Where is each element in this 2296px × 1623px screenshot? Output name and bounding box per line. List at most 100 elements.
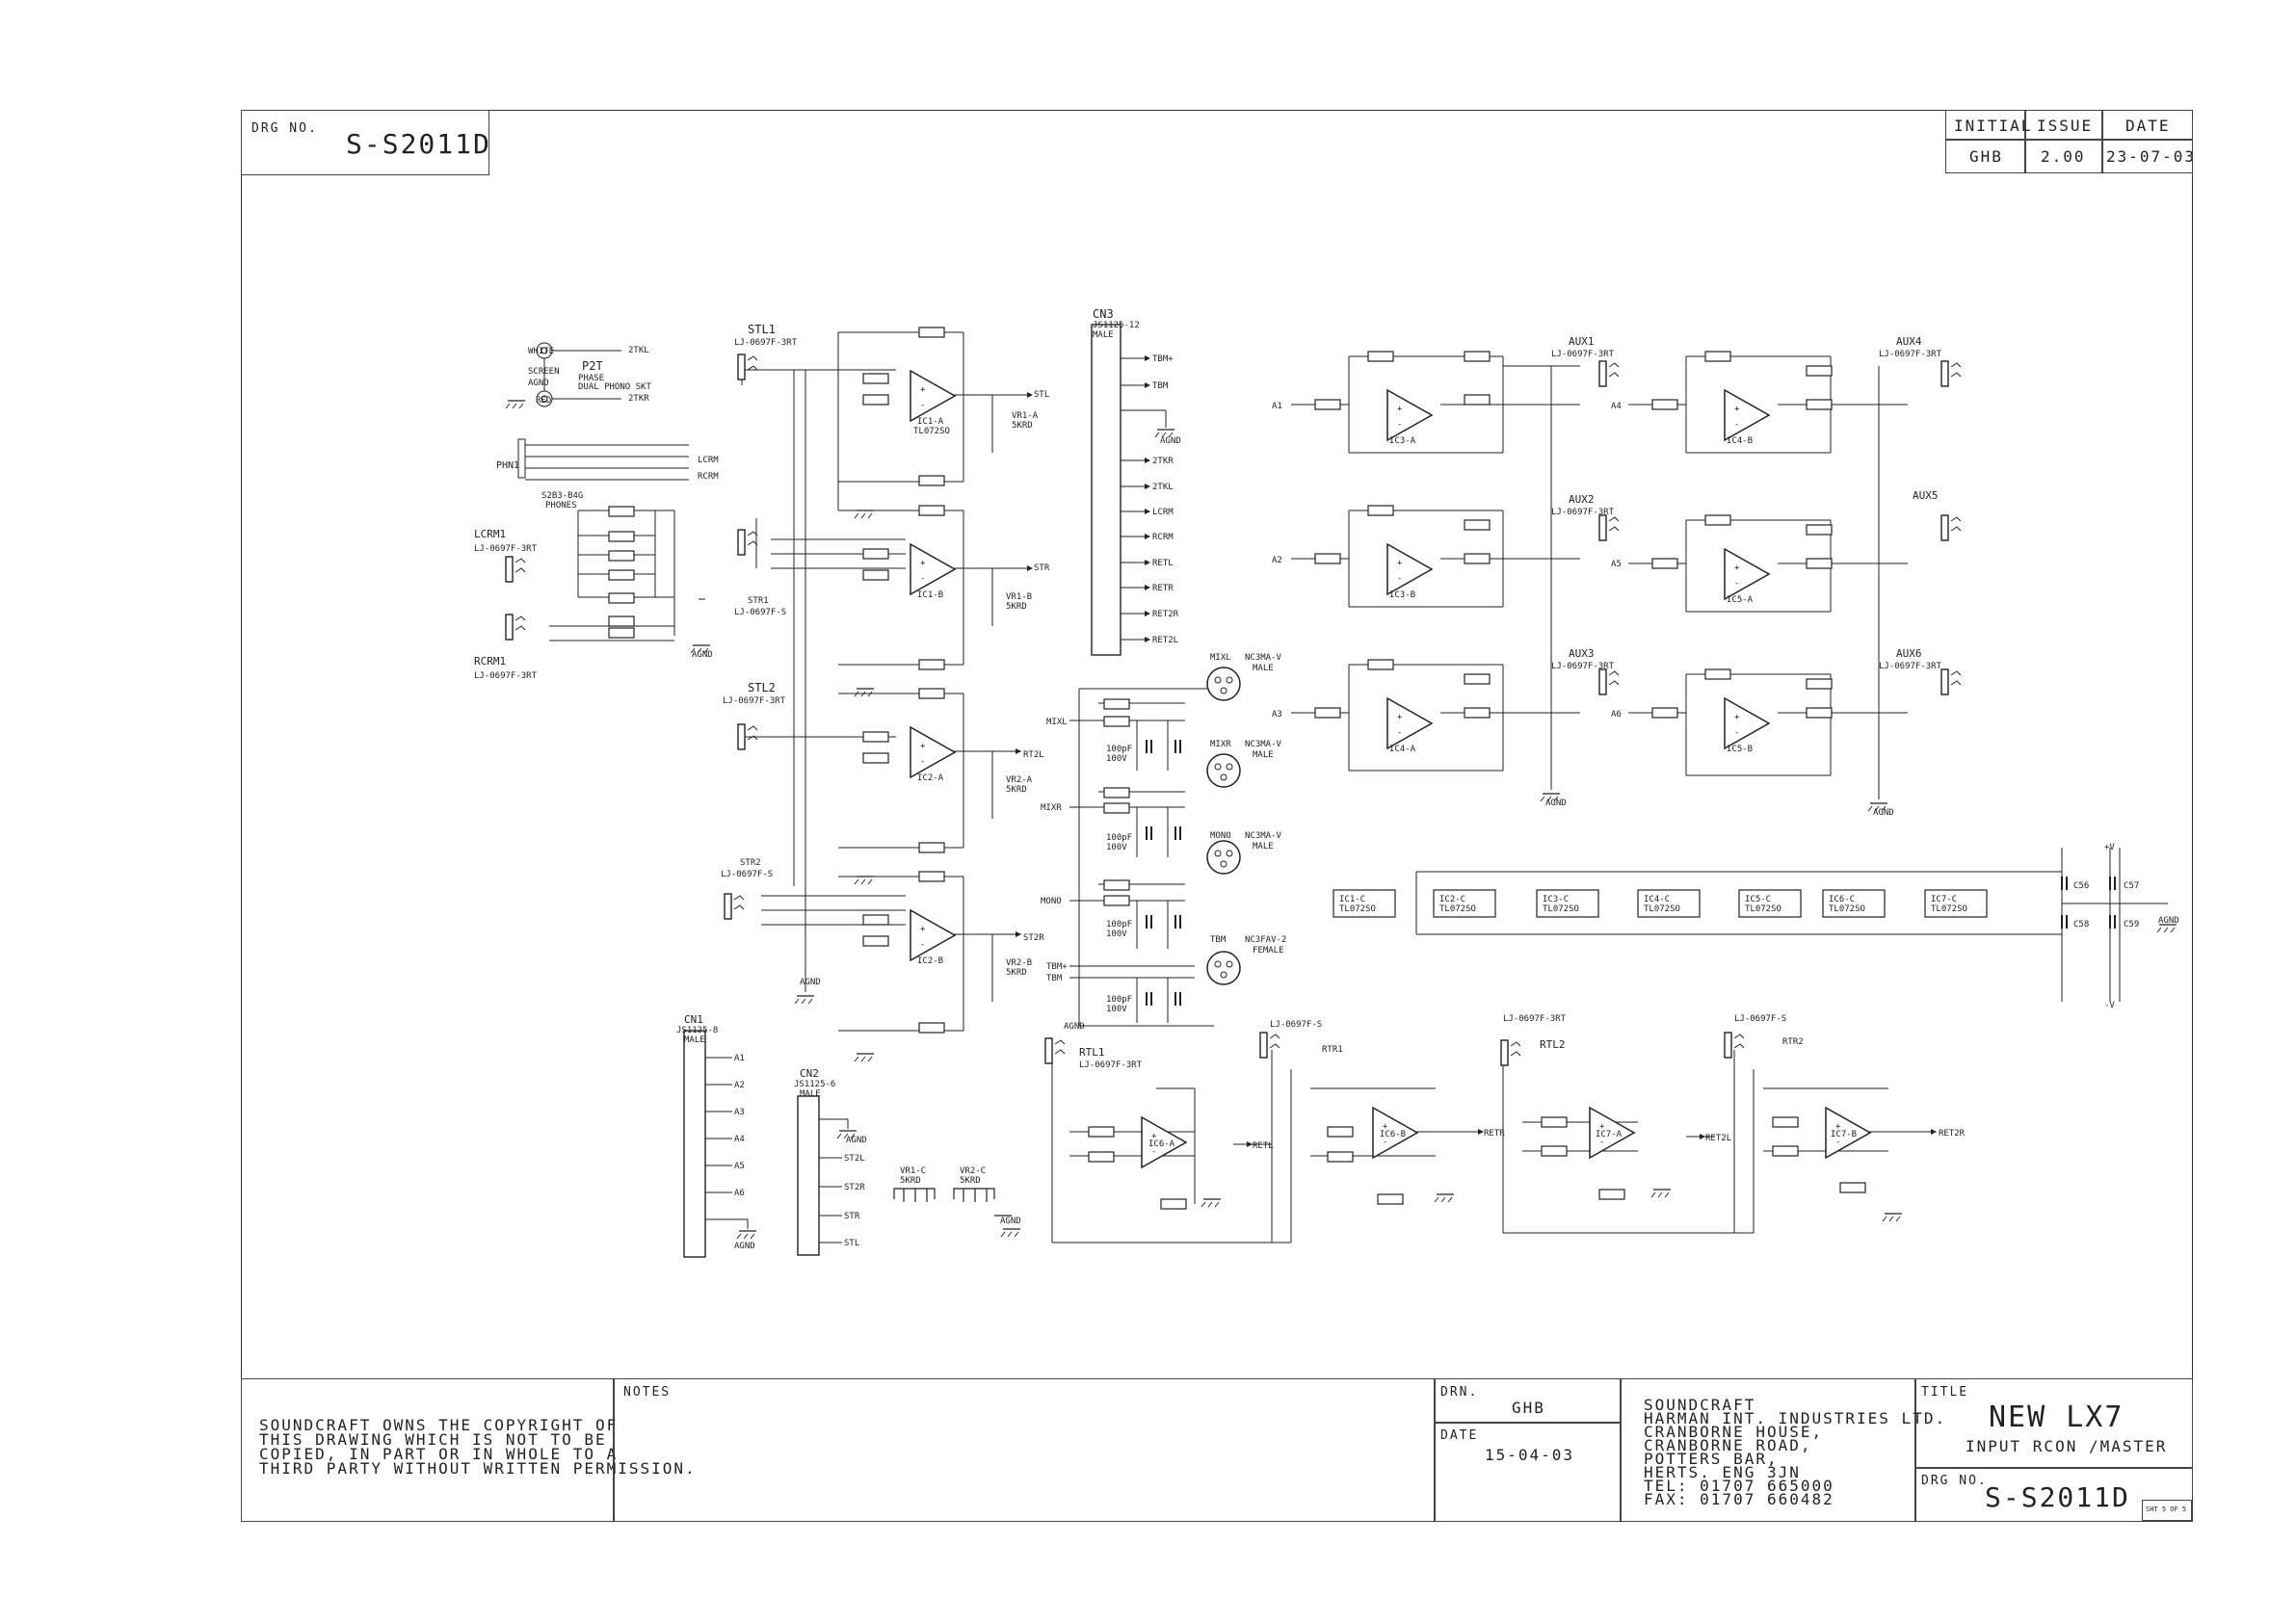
svg-text:AUX6: AUX6 [1896,647,1922,660]
svg-text:TL072SO: TL072SO [913,427,950,436]
svg-text:A5: A5 [1611,560,1622,569]
svg-text:RCRM: RCRM [1152,533,1174,542]
svg-text:CN1: CN1 [684,1013,703,1026]
rev-issue-cell: 2.00 [2024,139,2103,173]
svg-text:IC5-C: IC5-C [1745,895,1771,904]
svg-text:FEMALE: FEMALE [1253,946,1284,955]
svg-text:RETR: RETR [1484,1129,1505,1139]
svg-text:IC2-B: IC2-B [917,956,943,966]
rev-initial-cell: GHB [1945,139,2026,173]
svg-text:IC3-A: IC3-A [1389,436,1416,446]
drn-label: DRN. [1440,1385,1479,1400]
svg-text:LCRM: LCRM [1152,508,1174,517]
svg-text:TL072SO: TL072SO [1543,904,1579,914]
svg-text:LJ-0697F-S: LJ-0697F-S [1270,1020,1322,1030]
svg-text:AUX1: AUX1 [1569,335,1595,348]
svg-text:RTR1: RTR1 [1322,1045,1343,1055]
svg-text:RET2L: RET2L [1152,636,1178,645]
drg-no-header-label: DRG NO. [251,121,318,136]
svg-text:MALE: MALE [1253,664,1274,673]
svg-text:100V: 100V [1106,843,1127,852]
svg-text:AGND: AGND [1064,1022,1085,1032]
svg-text:IC5-A: IC5-A [1727,595,1754,605]
svg-text:STL: STL [1034,390,1049,400]
svg-text:A6: A6 [1611,710,1622,720]
svg-text:LJ-0697F-3RT: LJ-0697F-3RT [723,696,786,706]
svg-text:LJ-0697F-3RT: LJ-0697F-3RT [1879,662,1942,671]
svg-text:IC7-A: IC7-A [1596,1130,1623,1139]
svg-text:IC7-B: IC7-B [1831,1130,1857,1139]
svg-text:IC1-A: IC1-A [917,417,944,427]
svg-text:IC4-B: IC4-B [1727,436,1753,446]
svg-text:TBM: TBM [1210,935,1227,945]
svg-text:MALE: MALE [684,1035,705,1045]
svg-text:MIXR: MIXR [1041,803,1062,813]
drg-no-label: DRG NO. [1921,1474,1988,1488]
svg-text:JS1125-12: JS1125-12 [1093,321,1140,330]
svg-text:RETL: RETL [1253,1141,1274,1151]
svg-text:VR2-A: VR2-A [1006,775,1033,785]
svg-text:RET2L: RET2L [1705,1134,1731,1143]
svg-text:PHASE: PHASE [578,374,604,383]
copyright-notice: SOUNDCRAFT OWNS THE COPYRIGHT OF THIS DR… [259,1416,697,1478]
svg-text:STL: STL [844,1239,859,1248]
svg-text:LJ-0697F-S: LJ-0697F-S [734,608,786,617]
rev-date-header: DATE [2101,110,2193,141]
svg-text:STR: STR [844,1212,860,1221]
rev-header-initial: INITIAL [1954,117,2033,135]
svg-text:SCREEN: SCREEN [528,367,560,377]
svg-text:RTL1: RTL1 [1079,1046,1105,1059]
svg-text:VR2-B: VR2-B [1006,958,1032,968]
svg-text:LJ-0697F-3RT: LJ-0697F-3RT [474,671,538,681]
svg-text:IC6-B: IC6-B [1380,1130,1406,1139]
svg-text:VR1-B: VR1-B [1006,592,1032,602]
svg-text:RCRM1: RCRM1 [474,655,506,668]
drg-no-header-box: DRG NO. S-S2011D [241,110,489,175]
svg-text:AUX2: AUX2 [1569,493,1595,506]
drg-no-box: DRG NO. S-S2011D [1914,1467,2193,1522]
svg-text:STL1: STL1 [748,323,776,336]
svg-text:IC4-A: IC4-A [1389,745,1416,754]
svg-text:C58: C58 [2073,920,2089,929]
rev-value-initial: GHB [1969,147,2003,166]
svg-text:LJ-0697F-3RT: LJ-0697F-3RT [1551,508,1615,517]
notes-box: NOTES [613,1378,1436,1522]
rev-issue-header: ISSUE [2024,110,2103,141]
svg-text:RET2R: RET2R [1939,1129,1966,1139]
svg-text:5KRD: 5KRD [1006,968,1027,978]
svg-text:TL072SO: TL072SO [1439,904,1476,914]
svg-text:IC1-B: IC1-B [917,590,943,600]
svg-text:P2T: P2T [582,359,603,373]
svg-text:STR: STR [1034,563,1050,573]
svg-text:A3: A3 [1272,710,1282,720]
svg-text:LJ-0697F-S: LJ-0697F-S [721,870,773,879]
svg-text:5KRD: 5KRD [900,1176,921,1186]
svg-text:100V: 100V [1106,754,1127,764]
svg-text:2TKR: 2TKR [1152,457,1174,466]
svg-text:A4: A4 [734,1135,745,1144]
rev-initial-header: INITIAL [1945,110,2030,141]
svg-text:AGND: AGND [846,1136,867,1145]
drawing-border [241,110,2193,1522]
svg-text:IC6-A: IC6-A [1148,1139,1175,1149]
svg-text:MALE: MALE [1093,330,1114,340]
svg-text:IC4-C: IC4-C [1644,895,1670,904]
svg-text:AGND: AGND [692,650,713,660]
svg-text:VR1-C: VR1-C [900,1166,926,1176]
svg-text:RT2L: RT2L [1023,750,1044,760]
drawing-subtitle: INPUT RCON /MASTER [1966,1437,2168,1455]
svg-text:TL072SO: TL072SO [1931,904,1967,914]
svg-text:2TKL: 2TKL [628,346,649,355]
svg-text:2TKR: 2TKR [628,394,649,404]
svg-text:C56: C56 [2073,881,2089,891]
svg-text:C57: C57 [2124,881,2139,891]
svg-text:LJ-0697F-S: LJ-0697F-S [1734,1014,1786,1024]
svg-text:ST2R: ST2R [844,1183,865,1192]
svg-text:MIXL: MIXL [1046,718,1068,727]
svg-text:LJ-0697F-3RT: LJ-0697F-3RT [1551,662,1615,671]
svg-text:MONO: MONO [1210,831,1231,841]
svg-text:5KRD: 5KRD [1006,785,1027,795]
svg-text:IC3-B: IC3-B [1389,590,1415,600]
company-box: SOUNDCRAFT HARMAN INT. INDUSTRIES LTD. C… [1620,1378,1944,1522]
svg-text:LJ-0697F-3RT: LJ-0697F-3RT [1503,1014,1567,1024]
